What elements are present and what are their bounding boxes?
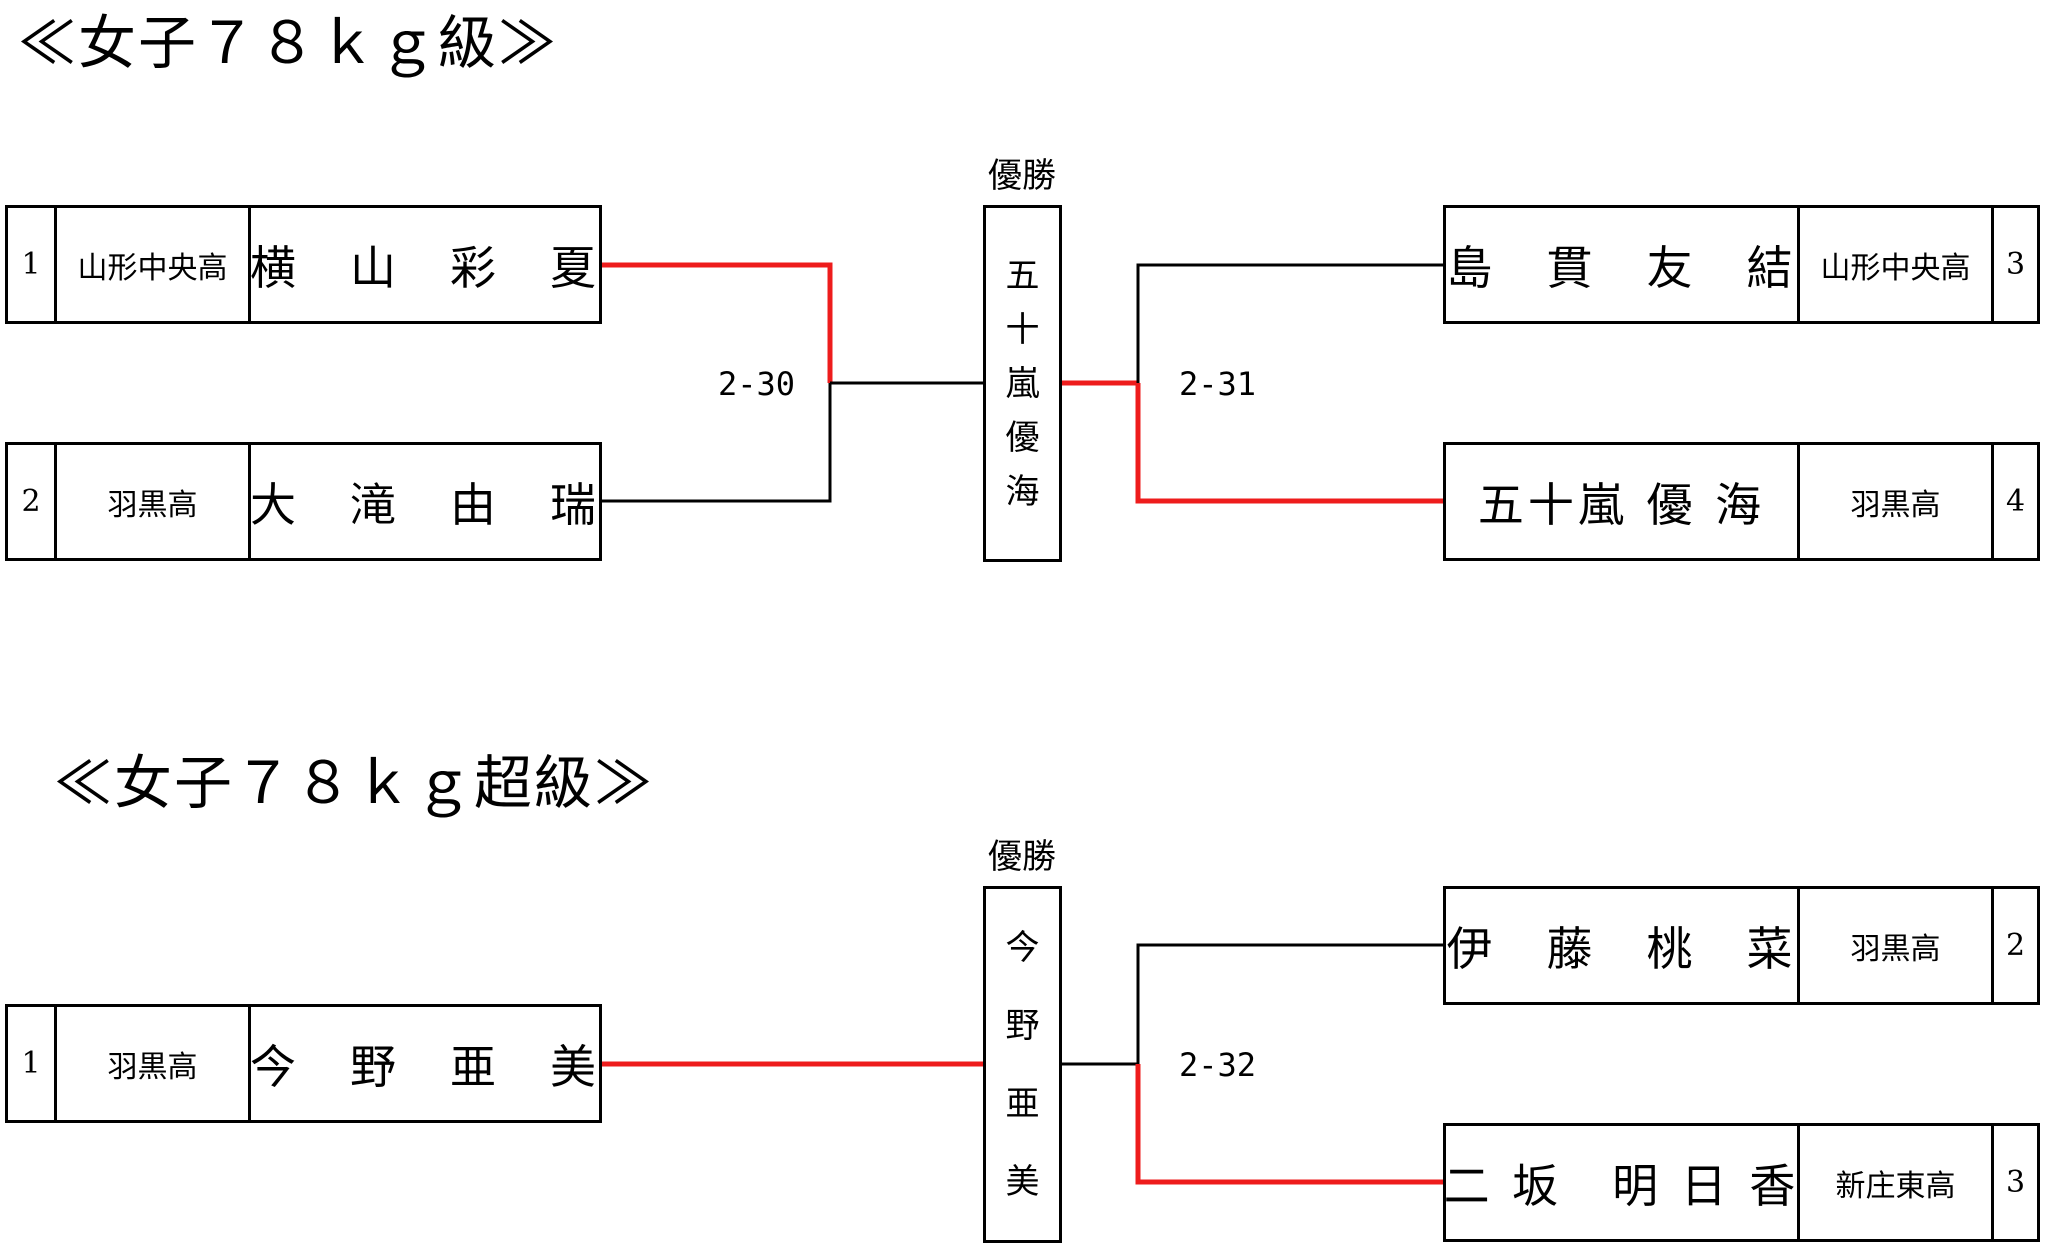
- bracket-title: ≪女子７８ｋｇ超級≫: [54, 749, 655, 817]
- entry-name: 五十嵐 優 海: [1477, 477, 1766, 532]
- bracket-entry: 1 山形中央高 横 山 彩 夏: [5, 205, 602, 324]
- line-b1-entry1: [599, 262, 833, 383]
- entry-school: 山形中央高: [1797, 208, 1991, 321]
- champion-name-char: 今: [1005, 927, 1040, 968]
- line-b2-entry3: [1135, 1064, 1444, 1185]
- entry-school: 羽黒高: [1797, 889, 1991, 1002]
- bracket-entry: 1 羽黒高 今 野 亜 美: [5, 1004, 602, 1123]
- entry-seed: 3: [1991, 1126, 2037, 1239]
- champion-box: 五 十 嵐 優 海: [983, 205, 1062, 562]
- champion-name-char: 亜: [1005, 1083, 1040, 1124]
- champion-name-char: 海: [1005, 471, 1040, 512]
- bracket-entry: 2 羽黒高 大 滝 由 瑞: [5, 442, 602, 561]
- line-b1-entry3: [1136, 263, 1444, 383]
- match-score: 2-32: [1179, 1046, 1257, 1084]
- entry-seed: 2: [21, 484, 41, 519]
- entry-school: 新庄東高: [1797, 1126, 1991, 1239]
- entry-seed: 3: [1991, 208, 2037, 321]
- champion-name-char: 五: [1005, 255, 1040, 296]
- champion-box: 今 野 亜 美: [983, 886, 1062, 1243]
- champion-label: 優勝: [988, 837, 1056, 877]
- champion-name-char: 美: [1005, 1161, 1040, 1202]
- line-b2-entry2: [1136, 943, 1444, 1064]
- entry-name: 大 滝 由 瑞: [248, 445, 599, 558]
- champion-label: 優勝: [988, 156, 1056, 196]
- bracket-entry: 二 坂 明 日 香 新庄東高 3: [1443, 1123, 2040, 1242]
- entry-seed: 1: [21, 1046, 41, 1081]
- entry-school: 羽黒高: [54, 1007, 248, 1120]
- entry-school: 山形中央高: [54, 208, 248, 321]
- entry-name: 島 貫 友 結: [1446, 240, 1797, 295]
- line-b1-entry4: [1135, 383, 1444, 504]
- entry-name: 横 山 彩 夏: [248, 208, 599, 321]
- champion-name-char: 優: [1005, 417, 1040, 458]
- entry-name: 二 坂 明 日 香: [1443, 1158, 1800, 1213]
- entry-seed: 1: [21, 247, 41, 282]
- line-b1-entry2: [599, 383, 832, 503]
- entry-name: 今 野 亜 美: [248, 1007, 599, 1120]
- entry-school: 羽黒高: [1797, 445, 1991, 558]
- champion-name-char: 十: [1005, 309, 1040, 350]
- champion-name-char: 嵐: [1005, 363, 1040, 404]
- bracket-entry: 五十嵐 優 海 羽黒高 4: [1443, 442, 2040, 561]
- bracket-entry: 島 貫 友 結 山形中央高 3: [1443, 205, 2040, 324]
- entry-seed: 2: [1991, 889, 2037, 1002]
- match-score: 2-30: [718, 365, 796, 403]
- bracket-entry: 伊 藤 桃 菜 羽黒高 2: [1443, 886, 2040, 1005]
- entry-school: 羽黒高: [54, 445, 248, 558]
- bracket-title: ≪女子７８ｋｇ級≫: [18, 9, 559, 77]
- entry-seed: 4: [1991, 445, 2037, 558]
- champion-name-char: 野: [1005, 1005, 1040, 1046]
- match-score: 2-31: [1179, 365, 1257, 403]
- entry-name: 伊 藤 桃 菜: [1446, 921, 1797, 976]
